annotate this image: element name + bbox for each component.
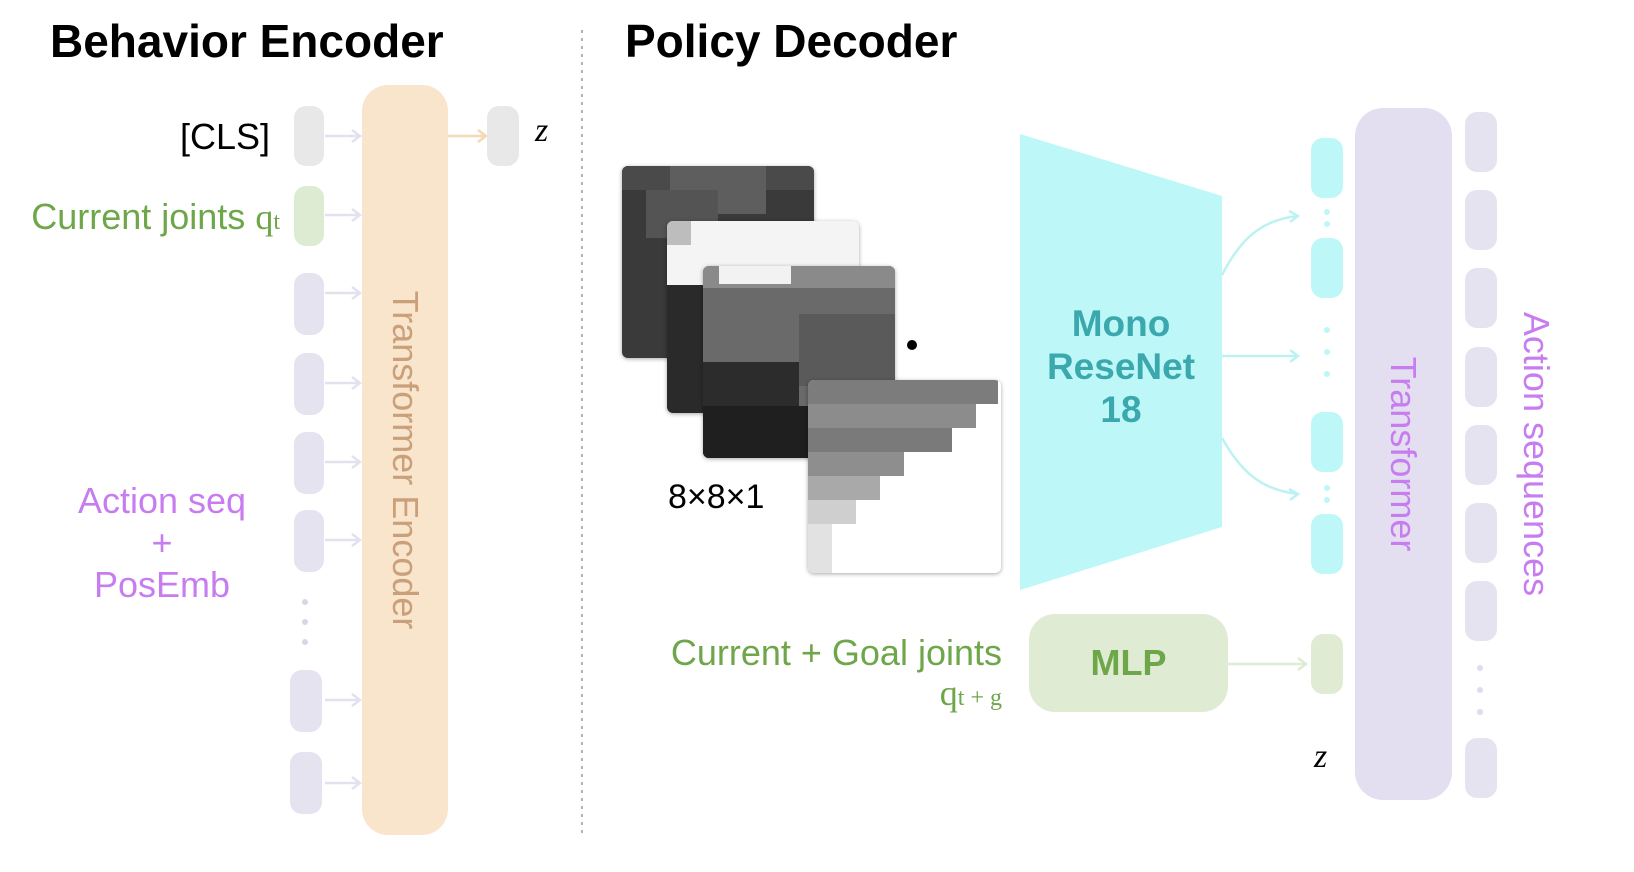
backbone-line2: ReseNet — [1046, 346, 1196, 387]
current-joints-token — [294, 186, 324, 246]
action-seq-line1: Action seq — [77, 480, 247, 521]
current-joints-symbol: q — [255, 197, 274, 237]
encoder-output-arrow — [448, 129, 489, 143]
output-action-token — [1465, 503, 1497, 563]
action-seq-label: Action seq + PosEmb — [62, 480, 262, 606]
image-feature-token — [1311, 238, 1343, 298]
encoder-title: Behavior Encoder — [50, 15, 444, 67]
goal-joints-symbol: q — [939, 673, 958, 713]
image-feature-token — [1311, 514, 1343, 574]
output-action-token — [1465, 190, 1497, 250]
image-size-label: 8×8×1 — [668, 478, 765, 516]
output-action-token — [1465, 581, 1497, 641]
goal-joints-symbol-group: qt + g — [940, 672, 1002, 714]
action-token-ellipsis — [1477, 665, 1483, 715]
action-sequences-label: Action sequences — [1516, 311, 1557, 597]
latent-z-symbol: z — [535, 112, 549, 149]
action-token — [294, 273, 324, 335]
action-token — [290, 670, 322, 732]
cls-label: [CLS] — [179, 116, 270, 157]
action-token — [294, 510, 324, 572]
output-action-token — [1465, 268, 1497, 328]
current-joints-label: Current joints qt — [31, 196, 280, 238]
joint-feature-token — [1311, 634, 1343, 694]
backbone-line3: 18 — [1100, 389, 1142, 430]
goal-joints-label: Current + Goal joints — [670, 632, 1002, 673]
output-action-token — [1465, 112, 1497, 172]
transformer-encoder-block — [362, 85, 448, 835]
transformer-encoder-label: Transformer Encoder — [385, 290, 426, 630]
action-token — [290, 752, 322, 814]
mlp-output-arrow — [1228, 657, 1309, 671]
depth-image — [808, 380, 1001, 573]
mlp-label: MLP — [1090, 642, 1167, 683]
action-seq-line3: PosEmb — [93, 564, 231, 605]
latent-token — [487, 106, 519, 166]
encoder-input-arrows — [325, 129, 363, 790]
decoder-latent-z-symbol: z — [1314, 738, 1328, 775]
current-joints-text: Current joints — [31, 196, 246, 237]
mlp-block — [1029, 614, 1228, 712]
image-token-ellipsis — [1324, 209, 1330, 503]
backbone-label: Mono ReseNet 18 — [1020, 302, 1222, 431]
transformer-decoder-block — [1355, 108, 1452, 800]
action-token — [294, 353, 324, 415]
action-seq-line2: + — [151, 522, 173, 563]
backbone-line1: Mono — [1071, 303, 1171, 344]
action-token — [294, 432, 324, 494]
image-feature-token — [1311, 412, 1343, 472]
output-action-token — [1465, 425, 1497, 485]
output-action-token — [1465, 347, 1497, 407]
backbone-output-arrows — [1220, 209, 1301, 501]
goal-joints-subscript: t + g — [957, 685, 1002, 711]
current-joints-subscript: t — [273, 209, 280, 235]
decoder-title: Policy Decoder — [625, 15, 958, 67]
transformer-decoder-label: Transformer — [1383, 356, 1424, 552]
resnet-backbone-shape — [1020, 134, 1222, 590]
encoder-ellipsis — [302, 599, 308, 645]
image-feature-token — [1311, 138, 1343, 198]
output-action-token — [1465, 738, 1497, 798]
cls-token — [294, 106, 324, 166]
